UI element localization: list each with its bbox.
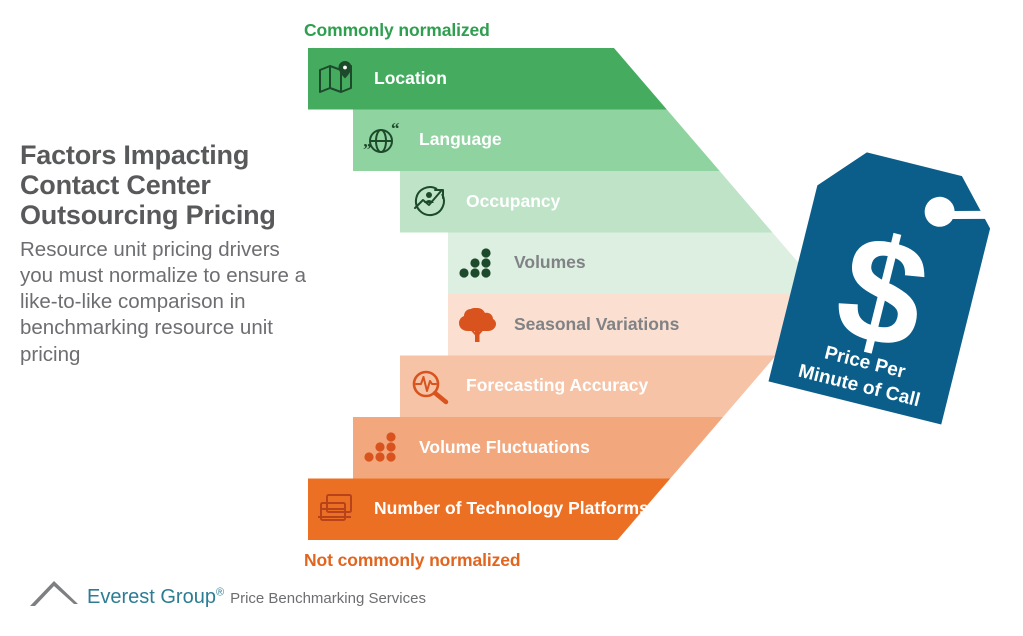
everest-peak-logo-icon: [28, 578, 80, 608]
caption-not-commonly-normalized: Not commonly normalized: [304, 550, 521, 570]
footer-registered-mark: ®: [215, 586, 225, 599]
footer-tagline: Price Benchmarking Services: [230, 590, 426, 607]
chevron-bar: [400, 171, 773, 233]
chevron-bar-label: Language: [419, 129, 502, 150]
tree-icon: [456, 306, 500, 344]
fluctuation-dots-icon: [361, 429, 405, 467]
svg-text:“: “: [391, 122, 400, 138]
chevron-bar-label: Volumes: [514, 252, 586, 273]
chevron-bar: [308, 48, 667, 110]
price-tag: $ Price Per Minute of Call: [755, 140, 1023, 450]
chevron-bar-label: Number of Technology Platforms: [374, 498, 649, 519]
page-subtitle: Resource unit pricing drivers you must n…: [20, 237, 306, 366]
intro-text-block: Factors Impacting Contact Center Outsour…: [20, 140, 312, 368]
svg-text:”: ”: [363, 140, 372, 159]
chevron-bar-label: Occupancy: [466, 190, 561, 211]
chevron-bar-label: Volume Fluctuations: [419, 436, 590, 457]
map-pin-icon: [316, 60, 360, 98]
chevron-bar: [353, 109, 720, 171]
footer-brand-name: Everest Group®: [87, 587, 224, 607]
caption-commonly-normalized: Commonly normalized: [304, 20, 490, 40]
volume-dots-icon: [456, 245, 500, 283]
footer-brand-text: Everest Group: [87, 586, 216, 608]
price-tag-string: [952, 210, 1023, 220]
page-title: Factors Impacting Contact Center Outsour…: [20, 140, 276, 231]
magnifier-pulse-icon: [408, 368, 452, 406]
footer-branding: Everest Group® Price Benchmarking Servic…: [28, 578, 426, 608]
price-tag-hole: [924, 196, 955, 227]
chevron-bar-label: Seasonal Variations: [514, 313, 680, 334]
globe-quotes-icon: “ ”: [361, 122, 405, 160]
chevron-bar-label: Forecasting Accuracy: [466, 375, 649, 396]
windows-stack-icon: [316, 491, 360, 529]
occupancy-trend-icon: [408, 183, 452, 221]
chevron-bar-label: Location: [374, 67, 447, 88]
